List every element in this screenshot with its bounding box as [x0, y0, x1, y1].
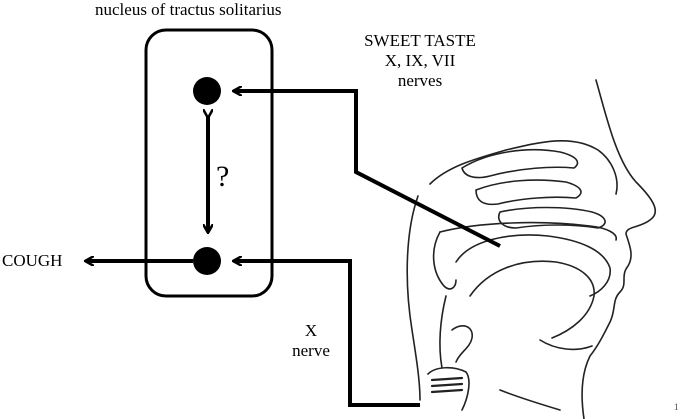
- tongue-dorsum: [455, 234, 611, 297]
- sweet-taste-afferent-line: [234, 91, 501, 248]
- x-nerve-afferent-line: [234, 261, 420, 407]
- taste-nerves-label: X, IX, VII: [384, 51, 456, 70]
- sweet-taste-label: SWEET TASTE: [364, 31, 476, 50]
- pharynx-anterior-wall: [439, 295, 447, 369]
- cough-label: COUGH: [2, 251, 63, 270]
- epiglottis: [451, 325, 473, 363]
- nucleus-title: nucleus of tractus solitarius: [95, 0, 282, 19]
- mandible-outline: [539, 339, 593, 351]
- nasal-turbinate-upper: [461, 148, 579, 179]
- head-sagittal-sketch: [406, 79, 656, 419]
- larynx-outline: [427, 366, 470, 411]
- lower-neuron-dot: [193, 247, 221, 275]
- soft-palate: [432, 231, 457, 290]
- face-profile-outline: [581, 79, 656, 419]
- nasal-cavity-roof: [429, 139, 618, 195]
- nasal-turbinate-lower: [498, 206, 606, 229]
- pharynx-posterior-wall: [406, 195, 421, 401]
- taste-nerves-suffix: nerves: [397, 71, 443, 90]
- x-nerve-label-top: X: [304, 321, 318, 340]
- x-nerve-label-bottom: nerve: [292, 341, 330, 360]
- sweet-taste-label-block: SWEET TASTE X, IX, VII nerves: [360, 31, 480, 91]
- nasal-turbinate-middle: [475, 179, 582, 206]
- page-number: 1: [674, 402, 679, 412]
- hard-palate: [439, 221, 617, 241]
- tongue-body: [469, 260, 595, 339]
- neck-front-line: [499, 389, 561, 411]
- nucleus-box: [144, 28, 274, 298]
- unknown-link-question-mark: ?: [216, 160, 230, 193]
- upper-neuron-dot: [193, 77, 221, 105]
- x-nerve-label-block: X nerve: [276, 321, 346, 361]
- vocal-cords: [430, 376, 464, 394]
